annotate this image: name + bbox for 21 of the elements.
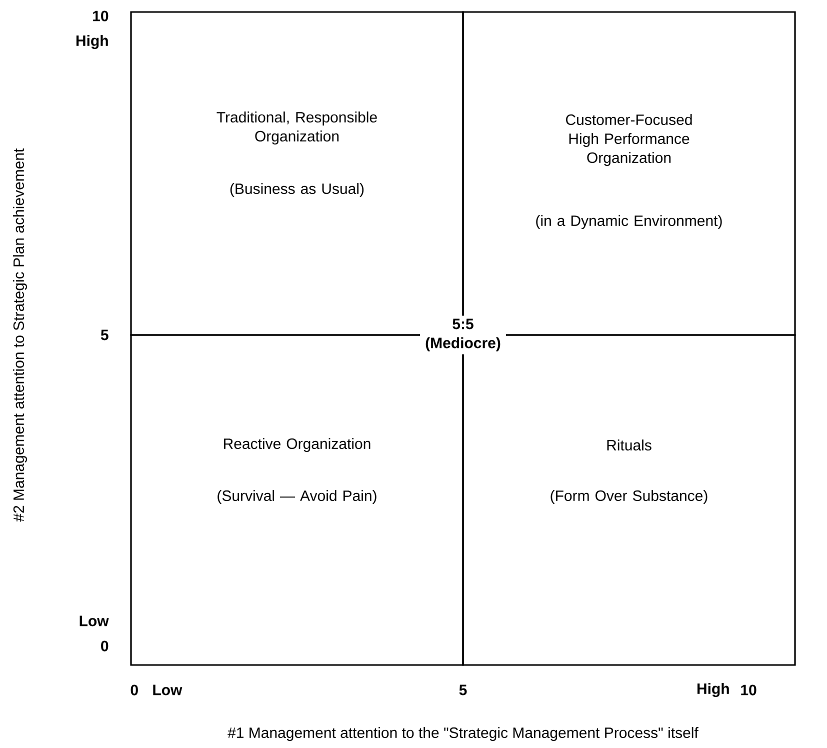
tick-label: High [76, 34, 108, 50]
quadrant-heading: Customer-Focused High Performance Organization [566, 114, 692, 166]
axis-title: #1 Management attention to the "Strategic Management Process" itself [228, 727, 698, 741]
tick-label: 0 [130, 684, 138, 696]
quadrant-heading: Reactive Organization [224, 438, 370, 452]
tick-label: 5 [100, 330, 108, 340]
tick-label: 0 [101, 640, 108, 652]
quadrant-subtitle: (Survival — Avoid Pain) [218, 490, 376, 504]
quadrant-heading: Traditional, Responsible Organization [216, 112, 377, 144]
tick-label: Low [153, 684, 182, 696]
quadrant-subtitle: (Form Over Substance) [550, 490, 708, 504]
tick-label: 10 [93, 10, 108, 22]
tick-label: Low [80, 616, 109, 626]
center-label: 5:5 (Mediocre) [420, 316, 506, 354]
tick-label: 10 [741, 684, 756, 696]
quadrant-subtitle: (in a Dynamic Environment) [536, 215, 722, 229]
quadrant-heading: Rituals [607, 440, 652, 450]
tick-label: High [697, 682, 729, 698]
tick-label: 5 [459, 684, 467, 696]
quadrant-subtitle: (Business as Usual) [230, 183, 364, 197]
axis-title: #2 Management attention to Strategic Plan achievement [13, 148, 27, 522]
